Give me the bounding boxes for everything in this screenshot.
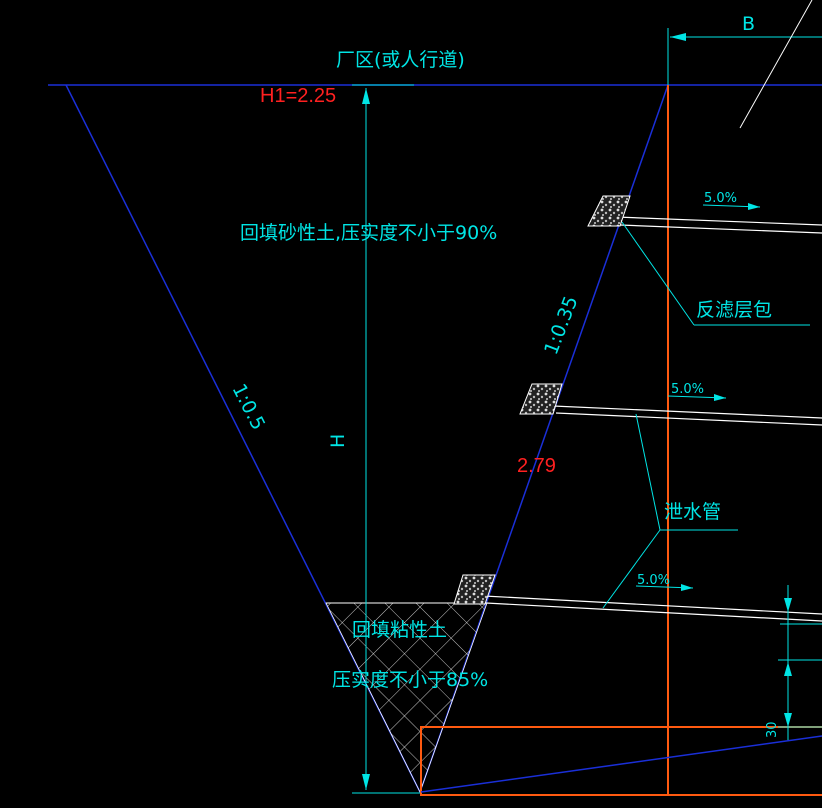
filter-pack-2 <box>519 383 563 415</box>
slope-percent-1: 5.0% <box>704 191 737 206</box>
clay-compaction-label: 压实度不小于85% <box>332 669 488 691</box>
dimension-279-label: 2.79 <box>517 455 556 477</box>
filter-pack-1 <box>587 195 631 227</box>
drain-pipe-1 <box>615 216 822 234</box>
sandy-backfill-label: 回填砂性土,压实度不小于90% <box>240 222 497 244</box>
filter-pack-label: 反滤层包 <box>696 299 772 321</box>
filter-pack-3 <box>453 574 496 605</box>
filter-pack-leader <box>621 221 695 326</box>
plant-area-label: 厂区(或人行道) <box>336 49 465 71</box>
b-leader-line <box>739 0 813 129</box>
h-dimension-label: H <box>327 434 349 448</box>
drain-pipe-2 <box>552 405 822 426</box>
dimension-30-label: 30 <box>765 721 780 738</box>
slope-percent-2: 5.0% <box>671 382 704 397</box>
foundation-rect <box>420 726 822 796</box>
clay-backfill-label: 回填粘性土 <box>352 619 447 641</box>
drain-pipe-leader-a <box>635 413 661 531</box>
slope-percent-3: 5.0% <box>637 573 670 588</box>
drain-pipe-label: 泄水管 <box>664 501 721 523</box>
b-label: B <box>742 13 755 35</box>
left-slope-ratio: 1:0.5 <box>228 380 270 433</box>
h1-value-label: H1=2.25 <box>260 85 336 107</box>
drain-pipe-3 <box>483 595 822 622</box>
drain-pipe-leader-b <box>602 529 661 609</box>
